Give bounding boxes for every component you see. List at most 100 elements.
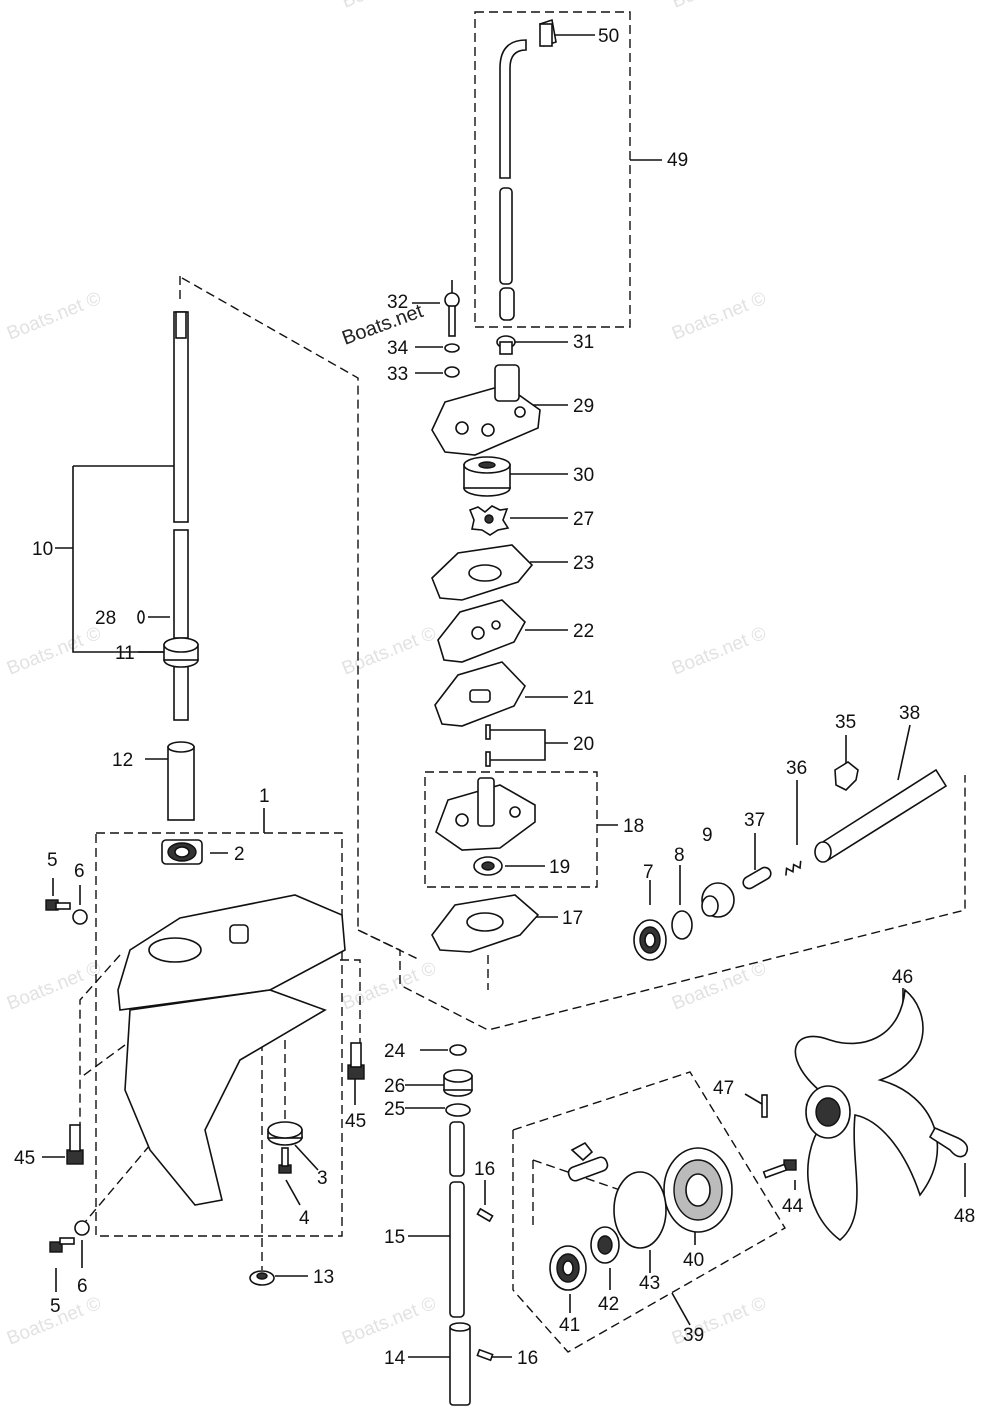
watermark: Boats.net © — [339, 0, 439, 13]
callout-6: 6 — [74, 861, 85, 882]
part-45-bolt — [66, 1124, 84, 1165]
callout-29: 29 — [573, 396, 594, 417]
callout-17: 17 — [562, 908, 583, 929]
box-18 — [424, 771, 598, 888]
callout-38: 38 — [899, 703, 920, 724]
callout-20: 20 — [573, 734, 594, 755]
watermark: Boats.net © — [669, 958, 769, 1015]
part-2-bearing — [161, 839, 203, 865]
leader-lines — [42, 34, 966, 1358]
part-7-bearing — [633, 919, 667, 961]
part-18-pump-base — [435, 777, 536, 851]
part-43-o-ring — [613, 1171, 667, 1249]
callout-13: 13 — [313, 1267, 334, 1288]
part-16-pin — [476, 1348, 494, 1362]
watermark: Boats.net © — [669, 288, 769, 345]
callout-16: 16 — [517, 1348, 538, 1369]
part-20-dowel — [485, 724, 491, 740]
callout-5: 5 — [50, 1296, 61, 1317]
watermark: Boats.net © — [339, 958, 439, 1015]
callout-33: 33 — [387, 364, 408, 385]
callout-12: 12 — [112, 750, 133, 771]
callout-44: 44 — [782, 1196, 804, 1217]
callout-36: 36 — [786, 758, 807, 779]
part-10-drive-shaft — [173, 311, 189, 721]
part-21-gasket — [434, 661, 526, 727]
callout-26: 26 — [384, 1076, 405, 1097]
part-15-shift-shaft — [449, 1121, 465, 1318]
part-44-screw — [762, 1159, 797, 1179]
part-4-screw — [278, 1147, 292, 1174]
callout-19: 19 — [549, 857, 570, 878]
part-24-o-ring — [449, 1044, 467, 1056]
part-41-bearing — [549, 1245, 587, 1291]
part-39-gear-detail — [567, 1141, 609, 1182]
part-50-clip — [539, 18, 557, 48]
callout-45: 45 — [14, 1148, 35, 1169]
part-35-clutch — [834, 761, 859, 791]
callout-49: 49 — [667, 150, 688, 171]
part-46-propeller — [794, 988, 939, 1242]
callout-30: 30 — [573, 465, 594, 486]
callout-5: 5 — [47, 850, 58, 871]
callout-40: 40 — [683, 1250, 704, 1271]
callout-7: 7 — [643, 862, 654, 883]
part-48-cotter-pin — [928, 1126, 969, 1158]
part-38-propeller-shaft — [814, 768, 948, 863]
part-32-screw — [444, 292, 460, 337]
part-49-water-tube — [499, 39, 527, 321]
callout-28: 28 — [95, 608, 116, 629]
callout-16: 16 — [474, 1159, 495, 1180]
part-42-seal — [590, 1226, 620, 1264]
callout-32: 32 — [387, 292, 408, 313]
part-23-gasket — [431, 544, 534, 601]
part-25-o-ring — [445, 1103, 471, 1117]
part-31-grommet — [496, 335, 516, 355]
callout-43: 43 — [639, 1273, 660, 1294]
part-14-shift-cam — [449, 1322, 471, 1406]
callout-2: 2 — [234, 844, 245, 865]
callout-14: 14 — [384, 1348, 406, 1369]
callout-3: 3 — [317, 1168, 328, 1189]
part-17-gasket — [431, 894, 540, 953]
box-1 — [95, 832, 343, 1237]
callout-10: 10 — [32, 539, 53, 560]
part-40-bearing-carrier — [663, 1147, 733, 1233]
callout-18: 18 — [623, 816, 644, 837]
callout-4: 4 — [299, 1208, 310, 1229]
part-6-washer — [74, 1220, 90, 1236]
callout-41: 41 — [559, 1315, 580, 1336]
part-45-bolt — [347, 1042, 365, 1080]
part-29-pump-housing — [431, 364, 541, 456]
part-28-key — [137, 610, 145, 624]
callout-15: 15 — [384, 1227, 405, 1248]
part-37-plunger — [742, 866, 772, 890]
box-49 — [474, 11, 631, 328]
part-34-washer — [444, 343, 460, 353]
callout-48: 48 — [954, 1206, 975, 1227]
watermark: Boats.net © — [669, 0, 769, 13]
part-33-nut — [444, 366, 460, 378]
part-20-dowel — [485, 751, 491, 767]
part-8-shim — [671, 910, 693, 940]
part-27-impeller — [468, 505, 510, 536]
callout-11: 11 — [115, 643, 135, 664]
part-9-gear — [701, 882, 735, 918]
callout-8: 8 — [674, 845, 685, 866]
watermark: Boats.net © — [339, 623, 439, 680]
watermark: Boats.net © — [669, 623, 769, 680]
watermark-layer: Boats.net © Boats.net © Boats.net © Boat… — [4, 0, 769, 1350]
callout-31: 31 — [573, 332, 594, 353]
callout-9: 9 — [702, 825, 713, 846]
part-16-pin — [476, 1207, 494, 1223]
part-30-insert — [463, 456, 511, 497]
callout-labels: 50 49 32 34 33 31 29 30 27 23 22 21 20 1… — [14, 26, 975, 1369]
part-1-gear-housing — [117, 894, 346, 1206]
part-6-washer — [72, 909, 88, 925]
part-12-sleeve — [167, 741, 195, 821]
watermark: Boats.net © — [4, 958, 104, 1015]
parts-layer — [45, 18, 969, 1406]
callout-39: 39 — [683, 1325, 704, 1346]
callout-22: 22 — [573, 621, 594, 642]
